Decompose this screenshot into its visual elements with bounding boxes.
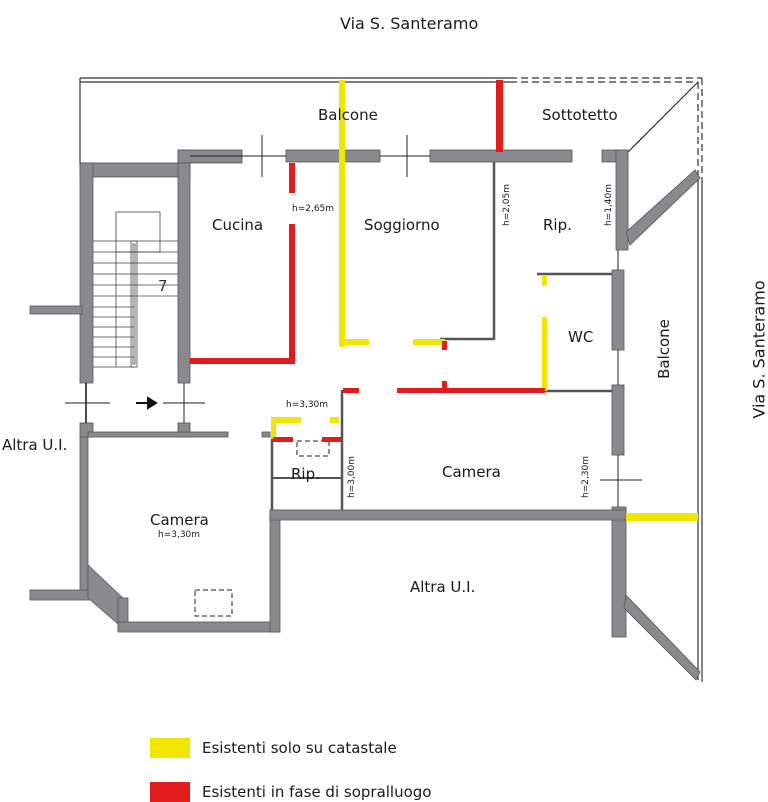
room-cucina: Cucina (212, 216, 264, 234)
stairs (93, 211, 178, 368)
walls (29, 149, 701, 681)
legend-label: Esistenti in fase di sopralluogo (202, 783, 432, 801)
legend-swatch-yellow (150, 738, 190, 758)
room-altra-ui-left: Altra U.I. (2, 436, 68, 454)
height-camera-right: h=2,30m (581, 455, 592, 499)
height-soggiorno: h=2,05m (502, 183, 513, 227)
room-rip-top: Rip. (543, 216, 572, 234)
room-camera-left: Camera (150, 511, 209, 529)
room-wc: WC (568, 328, 594, 346)
red-walls (190, 80, 545, 442)
height-rip-top: h=1,40m (604, 183, 615, 227)
legend-label: Esistenti solo su catastale (202, 739, 397, 757)
height-rip-small-side: h=3,00m (347, 455, 358, 499)
door-markers (65, 135, 642, 507)
room-rip-small: Rip. (291, 465, 320, 483)
arrow-icon (136, 396, 158, 410)
stair-number: 7 (158, 277, 168, 295)
yellow-walls (271, 80, 698, 521)
room-sottotetto: Sottotetto (542, 106, 618, 124)
partitions (270, 162, 612, 510)
room-camera-right: Camera (442, 463, 501, 481)
legend-item-yellow: Esistenti solo su catastale (150, 738, 397, 758)
height-cucina: h=2,65m (292, 204, 335, 214)
outer-boundary (79, 77, 703, 682)
height-camera-left: h=3,30m (158, 530, 201, 540)
room-soggiorno: Soggiorno (364, 216, 440, 234)
dashed-fixture (194, 589, 233, 617)
height-rip-small-top: h=3,30m (286, 400, 329, 410)
room-altra-ui-bottom: Altra U.I. (410, 578, 476, 596)
legend-item-red: Esistenti in fase di sopralluogo (150, 782, 431, 802)
room-balcone-right: Balcone (654, 319, 673, 379)
street-label-top: Via S. Santeramo (340, 14, 479, 33)
room-balcone-top: Balcone (318, 106, 378, 124)
dashed-fixture (296, 440, 330, 457)
street-label-right: Via S. Santeramo (749, 280, 768, 419)
legend-swatch-red (150, 782, 190, 802)
